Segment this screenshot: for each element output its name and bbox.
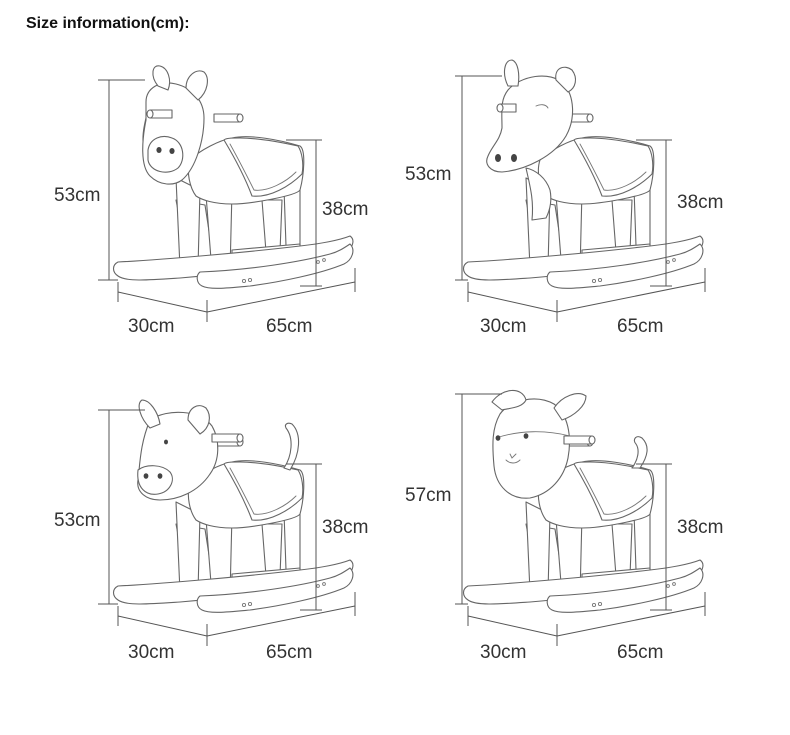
seat-height-label-sheep: 38cm bbox=[677, 517, 723, 538]
length-label-dog: 65cm bbox=[266, 642, 312, 663]
seat-height-label-dog: 38cm bbox=[322, 517, 368, 538]
length-label-sheep: 65cm bbox=[617, 642, 663, 663]
width-label-horse-2: 30cm bbox=[480, 316, 526, 337]
product-horse bbox=[112, 65, 354, 289]
width-label-horse: 30cm bbox=[128, 316, 174, 337]
height-label-horse-2: 53cm bbox=[405, 164, 451, 185]
dimensions-horse bbox=[98, 79, 356, 322]
product-horse-2 bbox=[462, 59, 704, 289]
width-label-sheep: 30cm bbox=[480, 642, 526, 663]
product-dog bbox=[112, 399, 354, 613]
page-title: Size information(cm): bbox=[26, 15, 190, 32]
width-label-dog: 30cm bbox=[128, 642, 174, 663]
length-label-horse: 65cm bbox=[266, 316, 312, 337]
height-label-sheep: 57cm bbox=[405, 485, 451, 506]
dimensions-sheep bbox=[455, 393, 706, 646]
seat-height-label-horse-2: 38cm bbox=[677, 192, 723, 213]
height-label-horse: 53cm bbox=[54, 185, 100, 206]
dimensions-horse-2 bbox=[455, 75, 706, 322]
length-label-horse-2: 65cm bbox=[617, 316, 663, 337]
height-label-dog: 53cm bbox=[54, 510, 100, 531]
seat-height-label-horse: 38cm bbox=[322, 199, 368, 220]
product-sheep bbox=[462, 389, 704, 613]
dimensions-dog bbox=[98, 409, 356, 646]
